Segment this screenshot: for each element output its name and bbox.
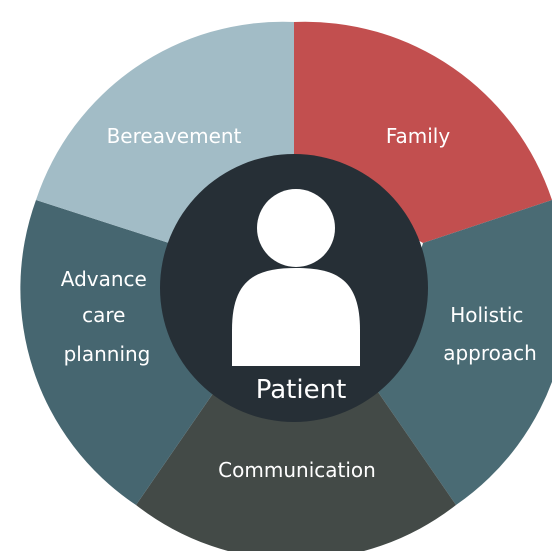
segment-labels: Family Holistic approach Communication A… [61, 124, 537, 482]
center-label: Patient [256, 375, 347, 405]
label-bereavement: Bereavement [107, 124, 242, 148]
label-communication: Communication [218, 458, 376, 482]
label-holistic-approach: Holistic approach [443, 303, 537, 365]
label-advance-care-planning: Advance care planning [61, 267, 153, 366]
segment-communication [136, 392, 456, 551]
person-icon [232, 189, 360, 366]
label-family: Family [386, 124, 451, 148]
